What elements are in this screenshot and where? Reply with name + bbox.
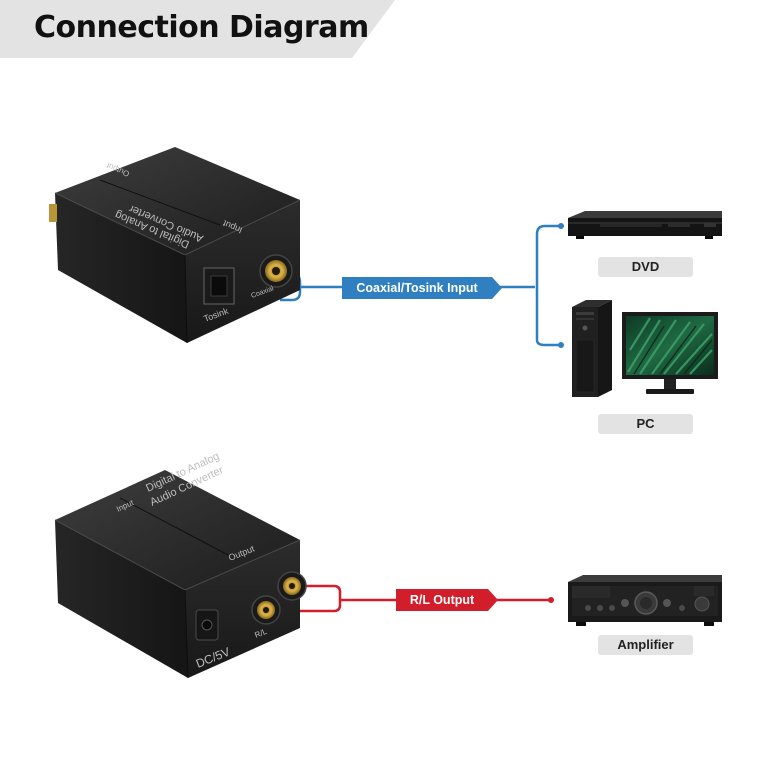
input-label-arrow — [492, 277, 502, 299]
dc-power-port — [195, 609, 219, 641]
converter-top: Digital to Analog Audio Converter Input … — [49, 147, 301, 344]
rl-right-port — [277, 571, 307, 601]
pc-connector-dot — [558, 342, 564, 348]
dvd-player-image — [568, 211, 722, 239]
converter-bottom: Digital to Analog Audio Converter Input … — [54, 450, 307, 679]
pc-label: PC — [598, 414, 693, 434]
title-banner — [0, 0, 395, 58]
coaxial-port — [259, 254, 293, 288]
output-label-arrow — [488, 589, 498, 611]
rl-left-port — [251, 595, 281, 625]
amplifier-connector-dot — [548, 597, 554, 603]
amplifier-image — [568, 575, 722, 626]
dvd-label: DVD — [598, 257, 693, 277]
amplifier-label: Amplifier — [598, 635, 693, 655]
rl-output-label: R/L Output — [396, 589, 488, 611]
page-title: Connection Diagram — [34, 10, 369, 45]
pc-image — [572, 300, 718, 397]
coaxial-tosink-input-label: Coaxial/Tosink Input — [342, 277, 492, 299]
dvd-connector-dot — [558, 223, 564, 229]
tosink-port — [203, 267, 235, 305]
